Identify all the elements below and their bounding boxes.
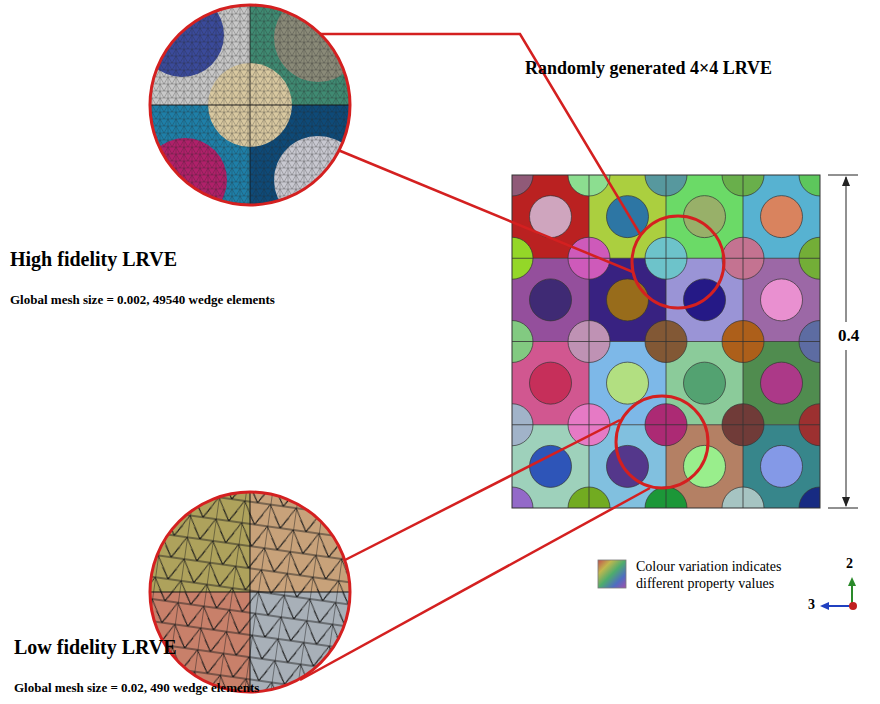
legend-text: Colour variation indicates different pro… (636, 558, 826, 592)
fibre-inclusion (799, 175, 820, 196)
axis-arrow (848, 577, 856, 586)
zoom-ring (150, 492, 350, 692)
fibre-inclusion (512, 487, 533, 508)
axis-label: 2 (846, 556, 853, 572)
figure-title: Randomly generated 4×4 LRVE (525, 58, 772, 79)
axis-origin (849, 602, 857, 610)
fibre-inclusion (607, 279, 649, 321)
axis-2 (826, 582, 852, 606)
callout-ring (616, 396, 708, 488)
leader-line (345, 420, 620, 560)
fibre-inclusion (530, 279, 572, 321)
fibre-inclusion (799, 487, 820, 508)
cell-boundary (512, 341, 820, 342)
fibre-inclusion (761, 362, 803, 404)
fibre-inclusion (530, 445, 572, 487)
fibre-inclusion (512, 175, 533, 196)
fibre-inclusion (607, 445, 649, 487)
panel-title: High fidelity LRVE (10, 248, 177, 271)
grid-border (512, 175, 820, 508)
mesh-note: Global mesh size = 0.002, 49540 wedge el… (10, 292, 275, 308)
dimension-label: 0.4 (836, 326, 861, 346)
cell-boundary (512, 424, 820, 425)
axis-3 (826, 605, 852, 607)
panel-title: Low fidelity LRVE (14, 636, 177, 659)
axis-label: 3 (808, 597, 815, 613)
mesh-note: Global mesh size = 0.02, 490 wedge eleme… (14, 680, 259, 696)
callout-ring (632, 216, 724, 308)
fibre-inclusion (607, 362, 649, 404)
fibre-inclusion (761, 445, 803, 487)
low-fidelity-zoom (140, 480, 360, 700)
fibre-inclusion (684, 362, 726, 404)
axis-arrow (820, 602, 829, 610)
legend-swatch-shade (598, 560, 626, 588)
leader-line (300, 488, 650, 680)
cell-boundary (743, 175, 744, 508)
fibre-inclusion (684, 445, 726, 487)
fibre-inclusion (761, 196, 803, 238)
lrve-grid (512, 175, 820, 508)
leader-line (338, 150, 633, 272)
legend-swatch (598, 560, 626, 588)
fibre-inclusion (530, 362, 572, 404)
fibre-inclusion (761, 279, 803, 321)
